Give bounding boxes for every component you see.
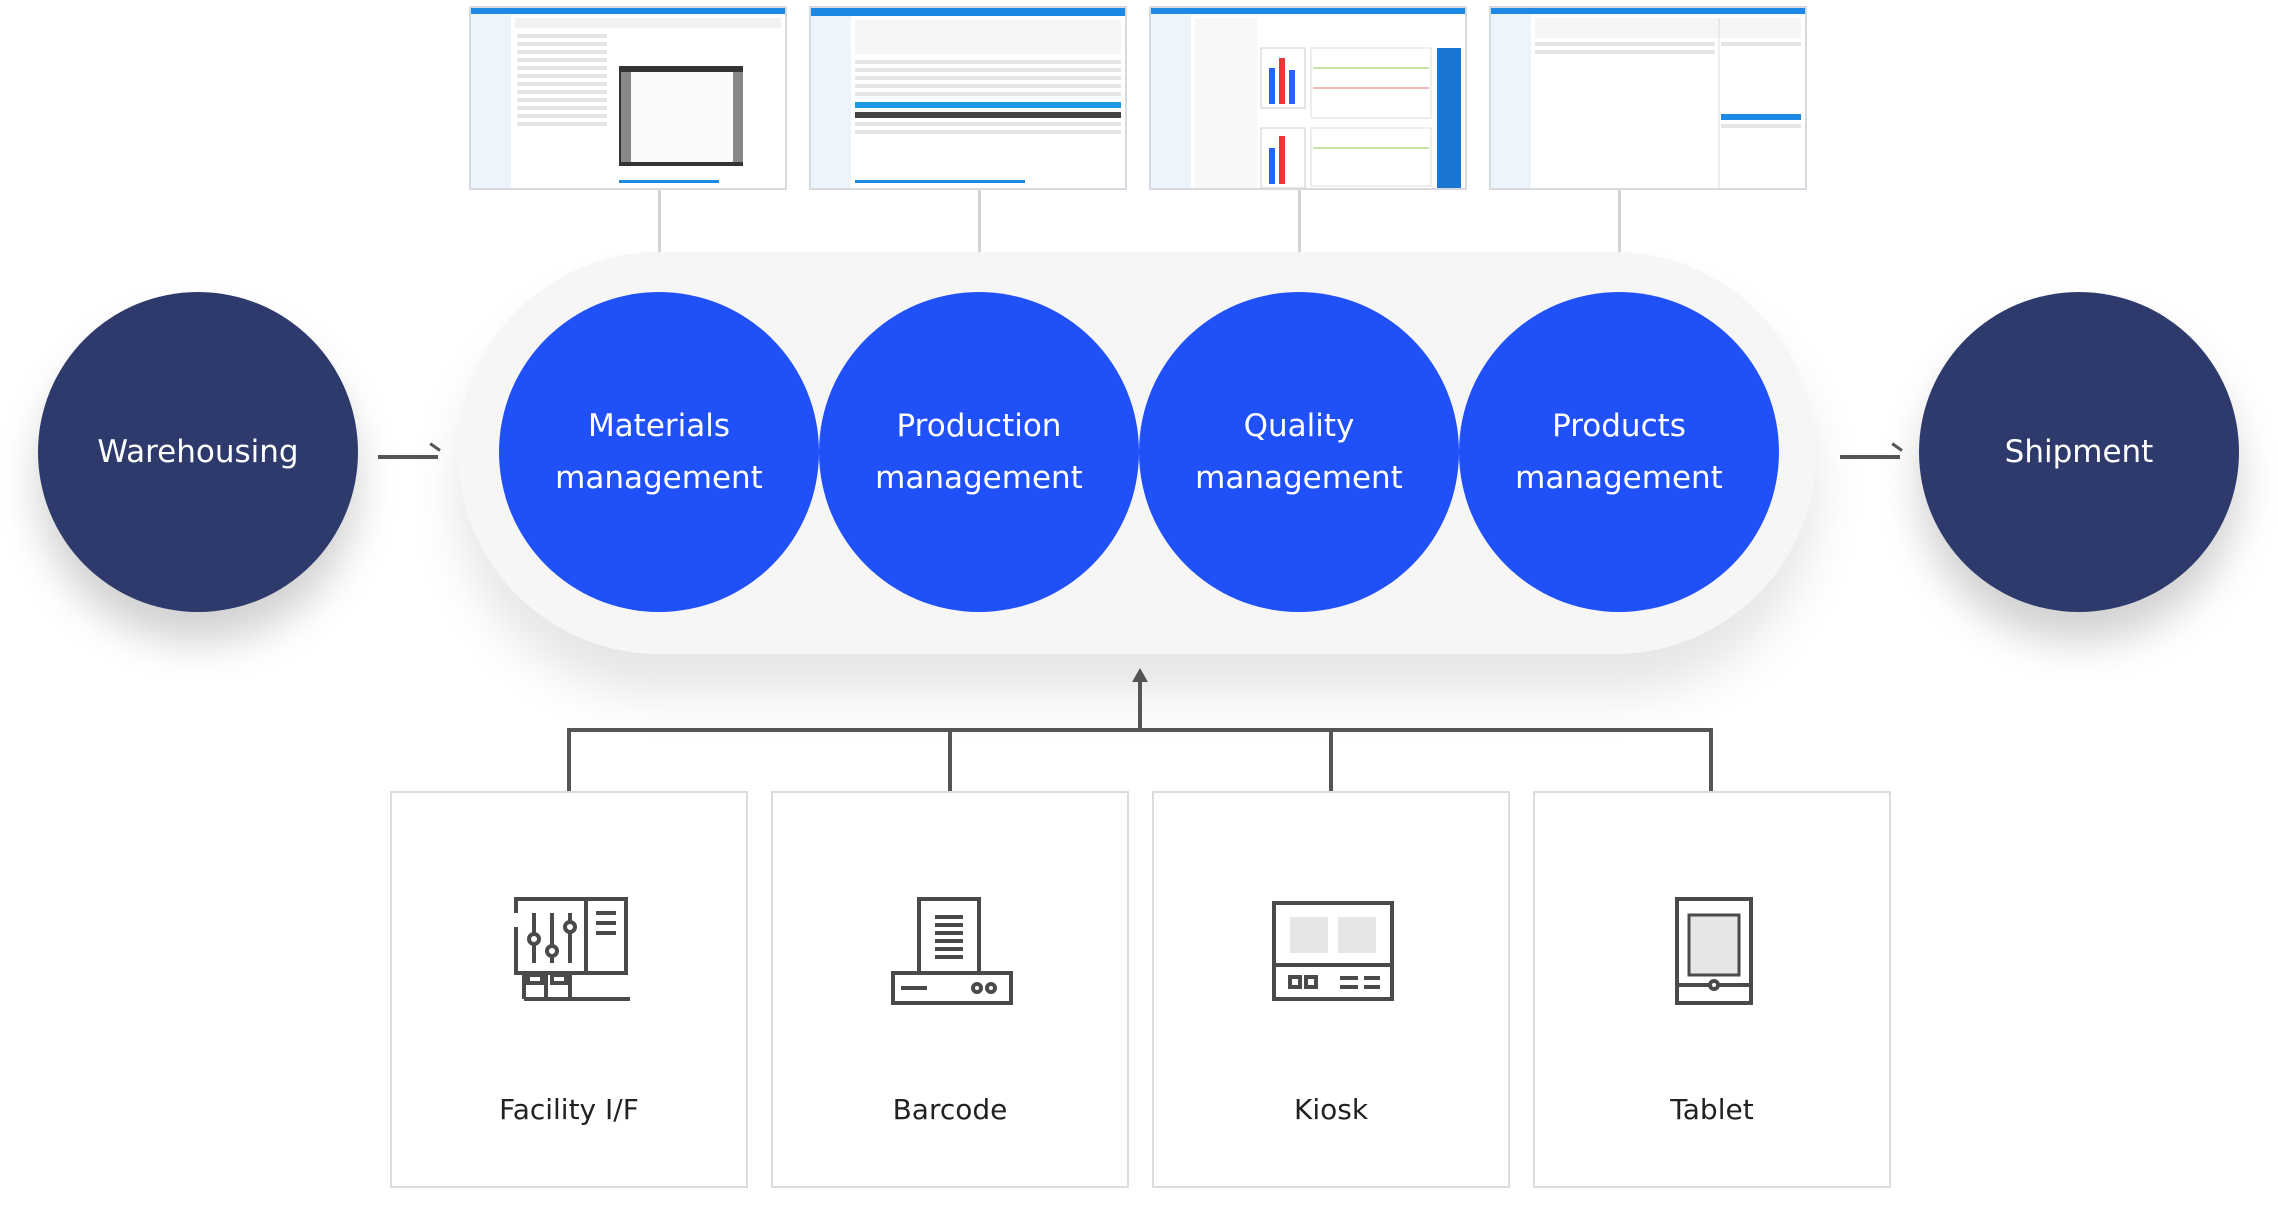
- input-label: Facility I/F: [499, 1093, 639, 1126]
- module-line2: management: [555, 460, 763, 496]
- quality-management-node: Quality management: [1139, 292, 1459, 612]
- shipment-label: Shipment: [2004, 434, 2154, 470]
- materials-thumbnail-connector: [658, 190, 661, 252]
- production-thumbnail-connector: [978, 190, 981, 252]
- quality-screenshot-thumbnail: [1149, 6, 1467, 190]
- products-management-node: Products management: [1459, 292, 1779, 612]
- products-thumbnail-connector: [1618, 190, 1621, 252]
- module-line1: Products: [1552, 408, 1686, 444]
- tablet-icon: [1675, 897, 1753, 1005]
- warehousing-to-modules-arrow: [378, 455, 438, 459]
- input-label: Kiosk: [1293, 1093, 1369, 1126]
- modules-to-shipment-arrow: [1840, 455, 1900, 459]
- facility-control-panel-icon: [514, 897, 630, 1001]
- production-management-node: Production management: [819, 292, 1139, 612]
- shipment-node: Shipment: [1919, 292, 2239, 612]
- barcode-printer-icon: [891, 897, 1013, 1005]
- facility-interface-card: Facility I/F: [390, 791, 748, 1188]
- module-line2: management: [875, 460, 1083, 496]
- module-line2: management: [1515, 460, 1723, 496]
- input-label: Tablet: [1670, 1093, 1754, 1126]
- kiosk-icon: [1272, 901, 1394, 1001]
- module-line1: Materials: [587, 408, 731, 444]
- barcode-card: Barcode: [771, 791, 1129, 1188]
- module-line2: management: [1195, 460, 1403, 496]
- module-line1: Production: [896, 408, 1062, 444]
- materials-management-node: Materials management: [499, 292, 819, 612]
- warehousing-label: Warehousing: [97, 434, 299, 470]
- production-screenshot-thumbnail: [809, 6, 1127, 190]
- tablet-card: Tablet: [1533, 791, 1891, 1188]
- kiosk-card: Kiosk: [1152, 791, 1510, 1188]
- products-screenshot-thumbnail: [1489, 6, 1807, 190]
- up-arrowhead: [1132, 668, 1148, 682]
- input-label: Barcode: [892, 1093, 1008, 1126]
- module-line1: Quality: [1243, 408, 1355, 444]
- warehousing-node: Warehousing: [38, 292, 358, 612]
- materials-screenshot-thumbnail: [469, 6, 787, 190]
- quality-thumbnail-connector: [1298, 190, 1301, 252]
